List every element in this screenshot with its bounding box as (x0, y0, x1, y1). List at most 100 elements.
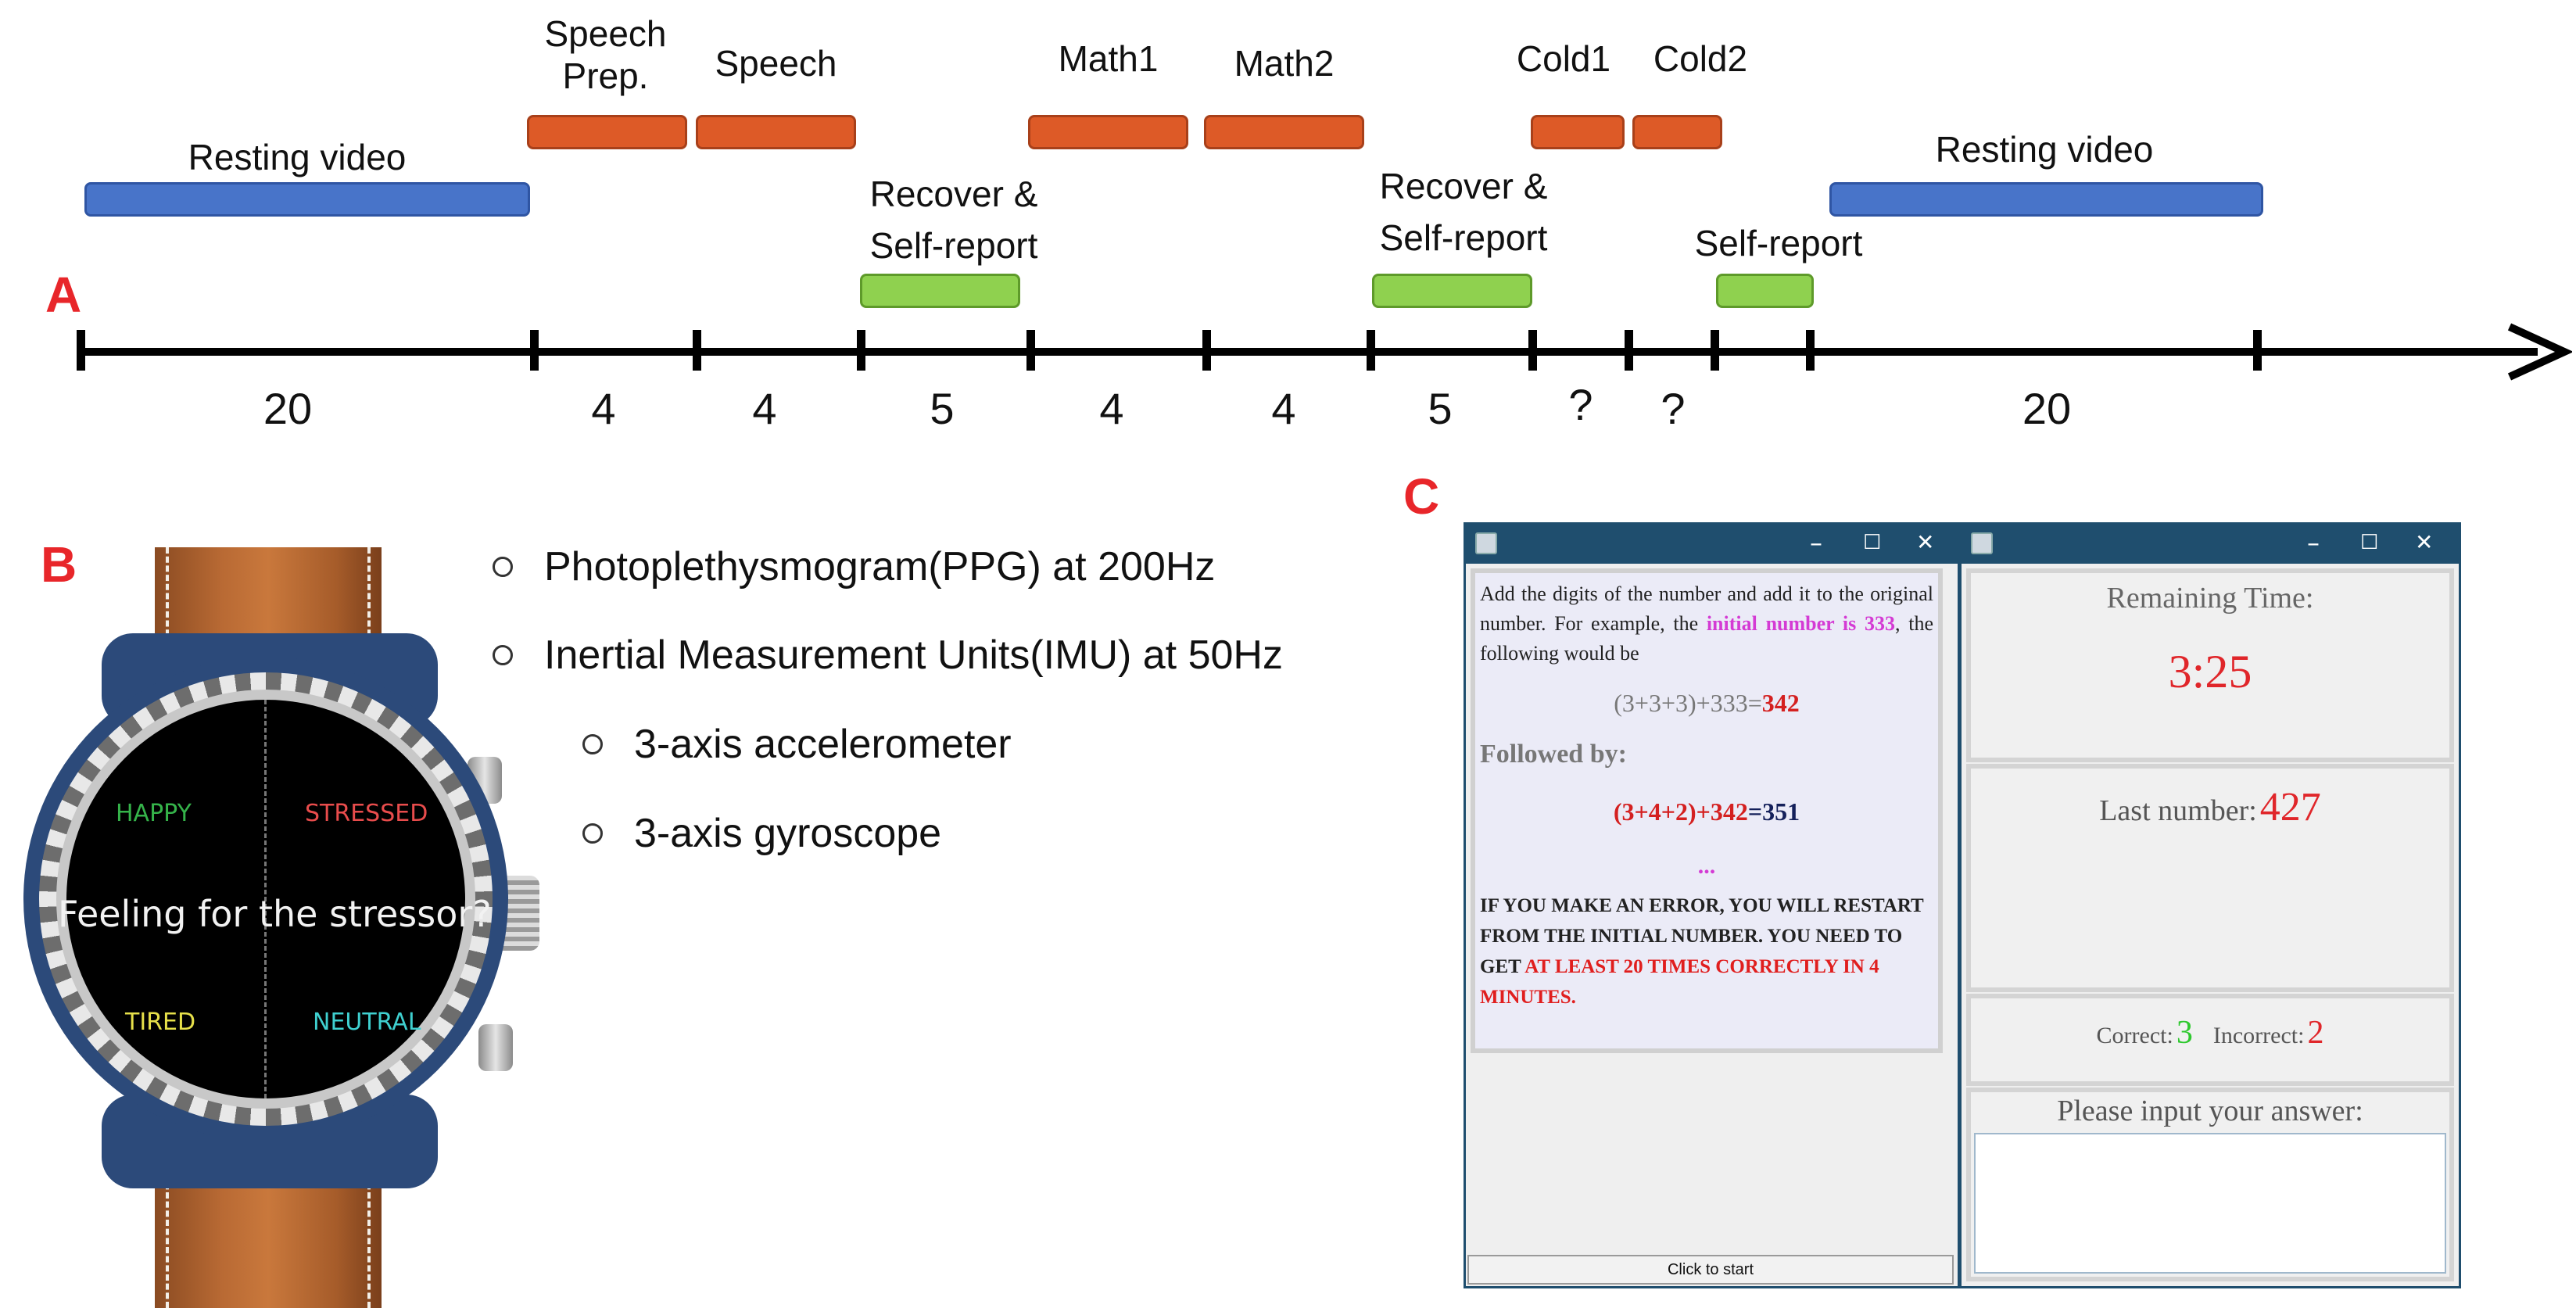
close-button[interactable]: ✕ (1916, 529, 1935, 555)
maximize-button[interactable]: ☐ (2360, 531, 2379, 554)
watch-option-tired[interactable]: TIRED (125, 1009, 196, 1036)
label-speech-prep-line2: Prep. (562, 56, 649, 96)
label-speech: Speech (715, 43, 837, 84)
instruction-part-2: , the following would be (1480, 612, 1933, 665)
minimize-button[interactable]: – (2307, 528, 2320, 557)
label-math2: Math2 (1234, 43, 1335, 84)
watch-question: Feeling for the stressor? (58, 893, 492, 935)
bullet-circle (582, 734, 603, 754)
duration-label: 20 (2022, 384, 2072, 433)
timeline-axis (77, 348, 2538, 356)
remaining-time-label: Remaining Time: (2106, 582, 2314, 615)
bar-speech-prep (527, 115, 687, 149)
incorrect-label: Incorrect: (2212, 1023, 2305, 1048)
example-equation-2: (3+4+2)+342=351 (1480, 797, 1933, 826)
axis-tick (1026, 330, 1035, 371)
bar-resting-video-2 (1829, 182, 2263, 217)
correct-value: 3 (2176, 1015, 2193, 1051)
equation-2-result: =351 (1747, 797, 1800, 826)
bar-recover-2 (1372, 274, 1532, 308)
axis-tick (857, 330, 865, 371)
last-number-value: 427 (2259, 785, 2321, 830)
java-app-icon (1971, 532, 1993, 554)
label-resting-video-2: Resting video (1935, 129, 2154, 170)
equation-2-left: (3+4+2)+342 (1613, 797, 1748, 826)
duration-label: 4 (1271, 384, 1296, 433)
bar-cold1 (1531, 115, 1625, 149)
label-speech-prep: Speech Prep. (525, 8, 686, 102)
sensor-subitem-label: 3-axis accelerometer (634, 722, 1012, 767)
label-recover-2-line2: Self-report (1379, 217, 1548, 258)
sensor-subitem-label: 3-axis gyroscope (634, 811, 942, 856)
duration-label: 4 (752, 384, 777, 433)
label-recover-1-line1: Recover & (869, 174, 1038, 214)
ellipsis: ... (1697, 853, 1716, 879)
smartwatch-image: HAPPY STRESSED Feeling for the stressor?… (0, 547, 563, 1308)
task-window: – ☐ ✕ Remaining Time: 3:25 Last number: … (1959, 522, 2461, 1288)
instructions-window: – ☐ ✕ Add the digits of the number and a… (1464, 522, 1960, 1288)
axis-tick (2253, 330, 2262, 371)
watch-option-happy[interactable]: HAPPY (116, 800, 192, 827)
sensor-subitem: 3-axis gyroscope (582, 810, 941, 857)
warning-text: IF YOU MAKE AN ERROR, YOU WILL RESTART F… (1480, 891, 1933, 1012)
score-panel: Correct: 3 Incorrect: 2 (1966, 994, 2454, 1086)
label-math1: Math1 (1058, 38, 1159, 79)
last-number-panel: Last number: 427 (1966, 764, 2454, 992)
label-recover-1: Recover & Self-report (829, 168, 1079, 271)
example-equation-1: (3+3+3)+333=342 (1480, 689, 1933, 718)
correct-label: Correct: (2096, 1023, 2173, 1048)
label-self-report: Self-report (1694, 223, 1863, 263)
warning-part-1: IF YOU MAKE AN ERROR, YOU WILL RESTART F… (1480, 895, 1924, 977)
incorrect-value: 2 (2307, 1015, 2324, 1051)
duration-label: ? (1661, 384, 1686, 433)
title-bar: – ☐ ✕ (1962, 525, 2459, 564)
bar-cold2 (1632, 115, 1722, 149)
label-recover-1-line2: Self-report (869, 225, 1038, 266)
last-number-label: Last number: (2099, 794, 2257, 827)
instruction-part-1: Add the digits of the number and add it … (1480, 582, 1933, 635)
start-button-label: Click to start (1667, 1261, 1754, 1278)
axis-tick (1367, 330, 1375, 371)
bar-math1 (1028, 115, 1188, 149)
panel-label-a: A (45, 267, 82, 323)
instruction-highlight: initial number is 333 (1706, 612, 1895, 635)
duration-label: 5 (930, 384, 955, 433)
sensor-item-label: Photoplethysmogram(PPG) at 200Hz (544, 544, 1216, 589)
watch-option-stressed[interactable]: STRESSED (305, 800, 428, 827)
axis-tick (1711, 330, 1719, 371)
maximize-button[interactable]: ☐ (1863, 531, 1882, 554)
label-speech-prep-line1: Speech (544, 13, 667, 54)
bullet-circle (493, 645, 513, 665)
java-app-icon (1475, 532, 1497, 554)
start-button[interactable]: Click to start (1467, 1255, 1954, 1285)
label-recover-2: Recover & Self-report (1338, 160, 1589, 263)
close-button[interactable]: ✕ (2415, 529, 2434, 555)
sensor-item: Inertial Measurement Units(IMU) at 50Hz (493, 632, 1283, 679)
axis-tick (1806, 330, 1815, 371)
bar-resting-video-1 (84, 182, 530, 217)
duration-label: 5 (1428, 384, 1453, 433)
bar-recover-1 (860, 274, 1020, 308)
answer-input[interactable] (1974, 1133, 2446, 1274)
axis-tick (77, 330, 85, 371)
label-recover-2-line1: Recover & (1379, 166, 1548, 206)
sensor-item: Photoplethysmogram(PPG) at 200Hz (493, 543, 1215, 590)
duration-label: 4 (591, 384, 616, 433)
axis-tick (1528, 330, 1537, 371)
minimize-button[interactable]: – (1810, 528, 1822, 557)
duration-label: 4 (1099, 384, 1124, 433)
duration-label: 20 (263, 384, 313, 433)
answer-panel: Please input your answer: (1966, 1088, 2454, 1281)
watch-option-neutral[interactable]: NEUTRAL (313, 1009, 421, 1036)
bar-self-report (1716, 274, 1814, 308)
axis-arrowhead (2507, 323, 2572, 381)
bullet-circle (582, 823, 603, 844)
followed-by-label: Followed by: (1480, 740, 1627, 769)
title-bar: – ☐ ✕ (1466, 525, 1958, 564)
equation-1-result: 342 (1761, 689, 1800, 717)
panel-label-b: B (41, 536, 77, 593)
score-row: Correct: 3 Incorrect: 2 (1971, 1014, 2449, 1052)
instruction-text: Add the digits of the number and add it … (1480, 579, 1933, 668)
remaining-time-panel: Remaining Time: 3:25 (1966, 568, 2454, 762)
axis-tick (1202, 330, 1211, 371)
